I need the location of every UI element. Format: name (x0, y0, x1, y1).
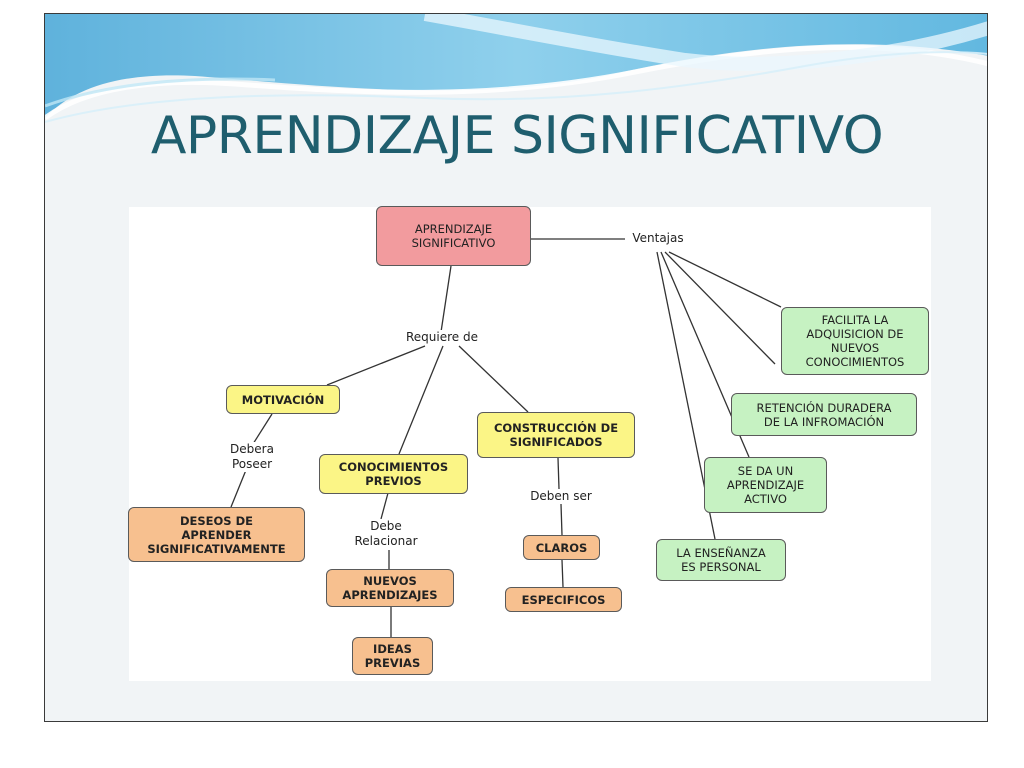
slide: APRENDIZAJE SIGNIFICATIVO APRENDIZAJE SI… (44, 13, 988, 722)
connector-requiere-conocimientos (398, 345, 444, 455)
node-retencion-duradera: RETENCIÓN DURADERA DE LA INFROMACIÓN (731, 393, 917, 436)
node-construccion-significados: CONSTRUCCIÓN DE SIGNIFICADOS (477, 412, 635, 458)
node-ensenanza-personal: LA ENSEÑANZA ES PERSONAL (656, 539, 786, 581)
connector-claros-especificos (561, 559, 564, 588)
link-label-debe: Debe Relacionar (344, 519, 428, 549)
page-title: APRENDIZAJE SIGNIFICATIVO (150, 106, 884, 166)
node-aprendizaje-activo: SE DA UN APRENDIZAJE ACTIVO (704, 457, 827, 513)
wave-banner (45, 14, 987, 123)
connector-deben-claros (560, 503, 563, 536)
connector-debera-deseos (230, 469, 247, 508)
node-facilita-adquisicion: FACILITA LA ADQUISICION DE NUEVOS CONOCI… (781, 307, 929, 375)
link-label-deben: Deben ser (522, 489, 600, 504)
node-ideas-previas: IDEAS PREVIAS (352, 637, 433, 675)
node-conocimientos-previos: CONOCIMIENTOS PREVIOS (319, 454, 468, 494)
node-nuevos-aprendizajes: NUEVOS APRENDIZAJES (326, 569, 454, 607)
connector-conocimientos-debe (380, 492, 389, 520)
root-node: APRENDIZAJE SIGNIFICATIVO (376, 206, 531, 266)
connector-motivacion-debera (252, 413, 273, 445)
link-label-ventajas: Ventajas (625, 231, 691, 246)
connector-construccion-deben (557, 457, 560, 490)
connector-requiere-construccion (458, 345, 529, 413)
connector-ventajas-retencion (664, 251, 776, 365)
link-label-debera: Debera Poseer (221, 442, 283, 472)
node-deseos-aprender: DESEOS DE APRENDER SIGNIFICATIVAMENTE (128, 507, 305, 562)
node-motivacion: MOTIVACIÓN (226, 385, 340, 414)
concept-map-connectors (230, 238, 782, 637)
link-label-requiere: Requiere de (397, 330, 487, 345)
connector-root-requiere (440, 265, 452, 333)
connector-ventajas-facilita (668, 251, 782, 308)
node-especificos: ESPECIFICOS (505, 587, 622, 612)
connector-requiere-motivacion (326, 345, 426, 386)
node-claros: CLAROS (523, 535, 600, 560)
